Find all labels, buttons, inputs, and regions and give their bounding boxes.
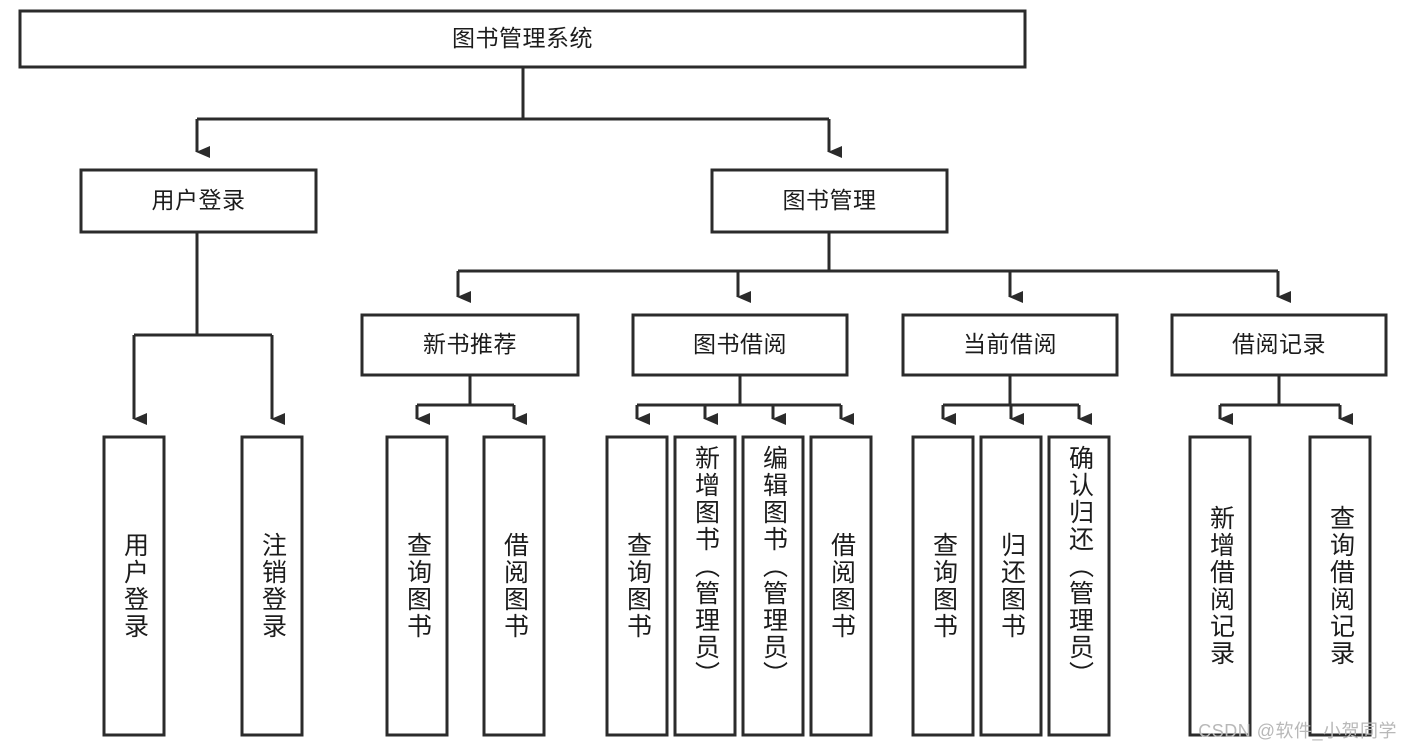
leaf-query-record-label: 查询借阅记录 [1326, 505, 1355, 667]
leaf-query-book-3-label: 查询图书 [929, 532, 958, 640]
leaf-user-login-box[interactable] [102, 435, 166, 737]
leaf-edit-book-box[interactable] [741, 435, 805, 737]
node-root-label: 图书管理系统 [452, 25, 593, 52]
leaf-return-book-box[interactable] [979, 435, 1043, 737]
leaf-borrow-book-2-label: 借阅图书 [827, 532, 856, 640]
node-current-borrow-label: 当前借阅 [963, 331, 1057, 358]
leaf-user-login-label: 用户登录 [120, 532, 149, 640]
node-book-borrow-label: 图书借阅 [693, 331, 787, 358]
leaf-add-record-box[interactable] [1188, 435, 1252, 737]
leaf-query-book-2-box[interactable] [605, 435, 669, 737]
leaf-add-record-label: 新增借阅记录 [1206, 505, 1235, 667]
leaf-edit-book-label: 编辑图书（管理员） [759, 445, 788, 688]
leaf-borrow-book-2-box[interactable] [809, 435, 873, 737]
node-user-login-box[interactable] [79, 168, 318, 234]
leaf-logout-box[interactable] [240, 435, 304, 737]
node-new-book-rec-box[interactable] [360, 313, 580, 377]
node-user-login-label: 用户登录 [151, 187, 246, 214]
leaf-add-book-label: 新增图书（管理员） [691, 445, 720, 688]
leaf-query-book-1-label: 查询图书 [403, 532, 432, 640]
leaf-query-book-3-box[interactable] [911, 435, 975, 737]
leaf-borrow-book-1-box[interactable] [482, 435, 546, 737]
leaf-return-book-label: 归还图书 [997, 532, 1026, 640]
leaf-query-book-2-label: 查询图书 [623, 532, 652, 640]
node-borrow-record-label: 借阅记录 [1232, 331, 1326, 358]
leaf-logout-label: 注销登录 [258, 532, 287, 640]
node-book-manage-label: 图书管理 [782, 187, 877, 214]
leaf-confirm-return-box[interactable] [1047, 435, 1111, 737]
watermark-text: CSDN @软件_小贺同学 [1198, 721, 1397, 741]
node-current-borrow-box[interactable] [901, 313, 1119, 377]
node-root-box[interactable] [18, 9, 1027, 69]
leaf-borrow-book-1-label: 借阅图书 [500, 532, 529, 640]
leaf-confirm-return-label: 确认归还（管理员） [1065, 445, 1094, 688]
node-new-book-rec-label: 新书推荐 [423, 331, 517, 358]
leaf-add-book-box[interactable] [673, 435, 737, 737]
leaf-query-record-box[interactable] [1308, 435, 1372, 737]
leaf-query-book-1-box[interactable] [385, 435, 449, 737]
